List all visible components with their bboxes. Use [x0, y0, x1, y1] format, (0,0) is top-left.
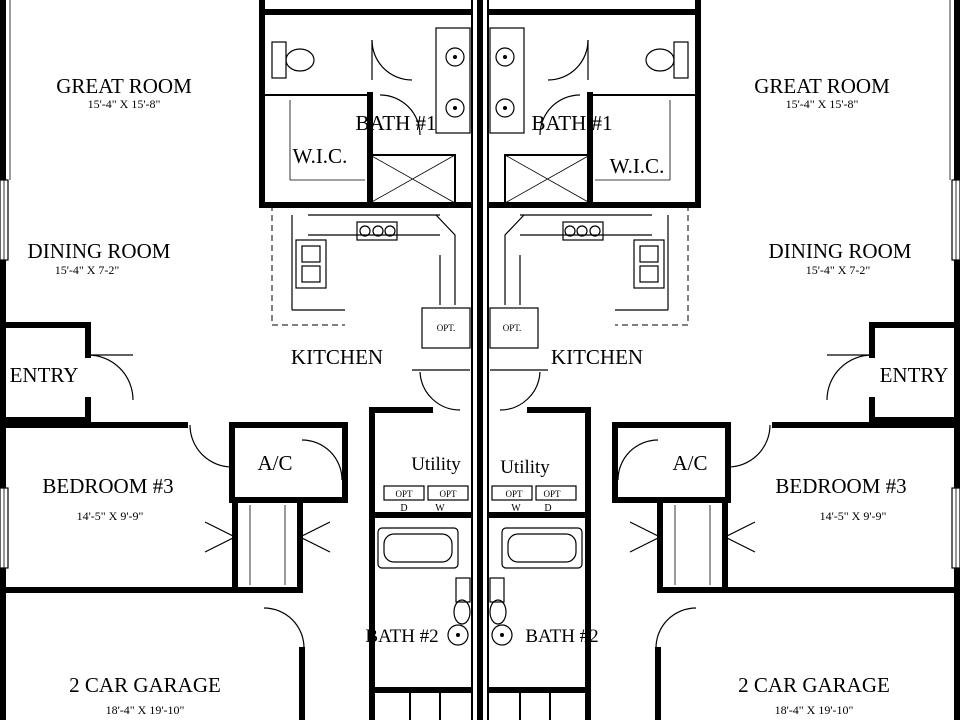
dryer-label: D: [400, 503, 407, 514]
utility-core: [263, 407, 473, 720]
bedroom3-label: BEDROOM #3: [775, 474, 906, 498]
dining-room-dims: 15'-4" X 7-2": [55, 263, 120, 277]
party-wall: [471, 0, 489, 720]
ac-label: A/C: [672, 451, 707, 475]
garage-dims: 18'-4" X 19'-10": [775, 703, 854, 717]
kitchen-label: KITCHEN: [291, 345, 383, 369]
great-room-dims: 15'-4" X 15'-8": [88, 97, 161, 111]
bedroom3-label: BEDROOM #3: [42, 474, 173, 498]
kitchen-label: KITCHEN: [551, 345, 643, 369]
dining-room-dims: 15'-4" X 7-2": [806, 263, 871, 277]
wic-label: W.I.C.: [610, 154, 665, 178]
dining-room-label: DINING ROOM: [769, 239, 912, 263]
dining-room-label: DINING ROOM: [28, 239, 171, 263]
opt-washer-tag: OPT: [505, 489, 523, 499]
entry-vestibule: [0, 322, 134, 423]
right-unit-walls: [487, 0, 960, 720]
garage-dims: 18'-4" X 19'-10": [106, 703, 185, 717]
opt-label: OPT.: [503, 323, 522, 333]
utility-label: Utility: [500, 457, 550, 478]
opt-label: OPT.: [437, 323, 456, 333]
opt-washer-tag: OPT: [439, 489, 457, 499]
bath1-label: BATH #1: [355, 111, 436, 135]
great-room-dims: 15'-4" X 15'-8": [786, 97, 859, 111]
left-exterior-wall: [0, 0, 11, 720]
entry-label: ENTRY: [10, 363, 79, 387]
left-unit: GREAT ROOM 15'-4" X 15'-8" DINING ROOM 1…: [0, 0, 473, 720]
washer-label: W: [435, 503, 445, 514]
washer-label: W: [511, 503, 521, 514]
bath1-label: BATH #1: [531, 111, 612, 135]
wic-label: W.I.C.: [293, 144, 348, 168]
garage-label: 2 CAR GARAGE: [69, 673, 221, 697]
bath2-label: BATH #2: [365, 626, 438, 647]
garage-label: 2 CAR GARAGE: [738, 673, 890, 697]
opt-dryer-tag: OPT: [543, 489, 561, 499]
opt-dryer-tag: OPT: [395, 489, 413, 499]
bedroom-walls: [0, 422, 348, 593]
great-room-label: GREAT ROOM: [754, 74, 890, 98]
dryer-label: D: [544, 503, 551, 514]
bath1-block: [259, 0, 473, 208]
entry-label: ENTRY: [880, 363, 949, 387]
bedroom3-dims: 14'-5" X 9'-9": [820, 509, 887, 523]
great-room-label: GREAT ROOM: [56, 74, 192, 98]
bath2-label: BATH #2: [525, 626, 598, 647]
ac-label: A/C: [257, 451, 292, 475]
kitchen-counters: [271, 205, 471, 411]
utility-label: Utility: [411, 454, 461, 475]
bedroom3-dims: 14'-5" X 9'-9": [77, 509, 144, 523]
right-unit: GREAT ROOM 15'-4" X 15'-8" DINING ROOM 1…: [487, 0, 960, 720]
